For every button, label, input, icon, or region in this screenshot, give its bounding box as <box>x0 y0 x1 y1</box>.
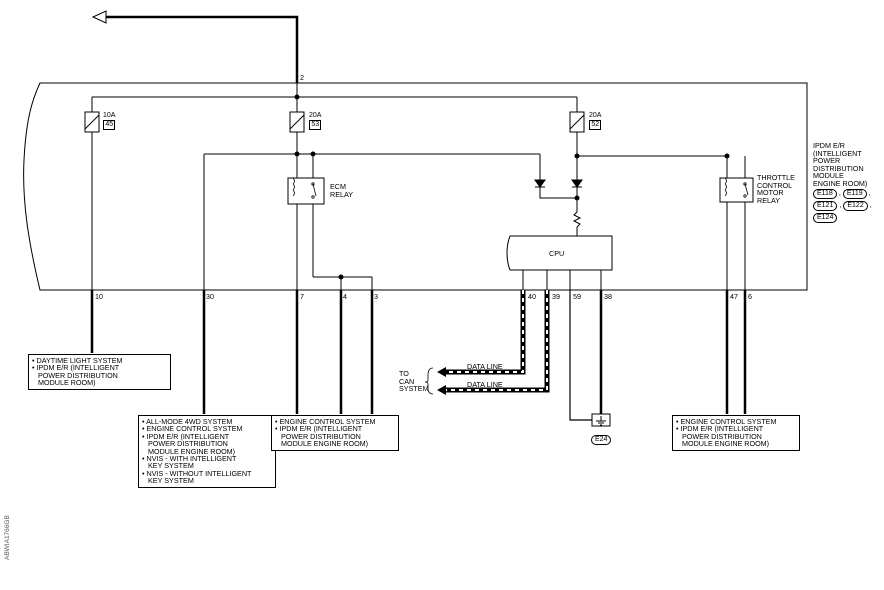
harness-wires <box>90 290 747 421</box>
data-line-label-2: DATA LINE <box>467 380 503 389</box>
can-bracket <box>424 367 434 395</box>
ground-connector-label: E24 <box>591 434 612 446</box>
pin-39: 39 <box>552 292 560 301</box>
connector-e118: E118 <box>813 188 837 199</box>
destination-box-daytime-light: • DAYTIME LIGHT SYSTEM• IPDM E/R (INTELL… <box>28 354 171 390</box>
pin-4: 4 <box>343 292 347 301</box>
connector-e121: E121 <box>813 200 838 211</box>
connector-e122: E122 <box>843 200 868 211</box>
pin-6: 6 <box>748 292 752 301</box>
pin-7: 7 <box>300 292 304 301</box>
relay-coils <box>292 177 749 199</box>
ipdm-module-outline <box>23 82 808 291</box>
data-lines <box>437 290 550 395</box>
destination-box-engine-control-2: • ENGINE CONTROL SYSTEM• IPDM E/R (INTEL… <box>672 415 800 451</box>
destination-box-engine-control-1: • ENGINE CONTROL SYSTEM• IPDM E/R (INTEL… <box>271 415 399 451</box>
connector-e124: E124 <box>813 212 838 223</box>
pin-3: 3 <box>374 292 378 301</box>
figure-id: ABWIA1766GB <box>4 515 11 560</box>
header-pin-label: 2 <box>300 73 304 82</box>
destination-box-4wd: • ALL-MODE 4WD SYSTEM• ENGINE CONTROL SY… <box>138 415 276 488</box>
ground-symbol <box>591 413 611 427</box>
arrow-icon <box>91 10 107 24</box>
battery-feed <box>91 10 299 83</box>
pin-47: 47 <box>730 292 738 301</box>
pin-10: 10 <box>95 292 103 301</box>
cpu-label: CPU <box>549 249 565 258</box>
data-line-label-1: DATA LINE <box>467 362 503 371</box>
pin-59: 59 <box>573 292 581 301</box>
pin-30: 30 <box>206 292 214 301</box>
connector-e119: E119 <box>842 188 867 199</box>
pin-38: 38 <box>604 292 612 301</box>
pin-40: 40 <box>528 292 536 301</box>
internal-bus <box>84 83 754 290</box>
